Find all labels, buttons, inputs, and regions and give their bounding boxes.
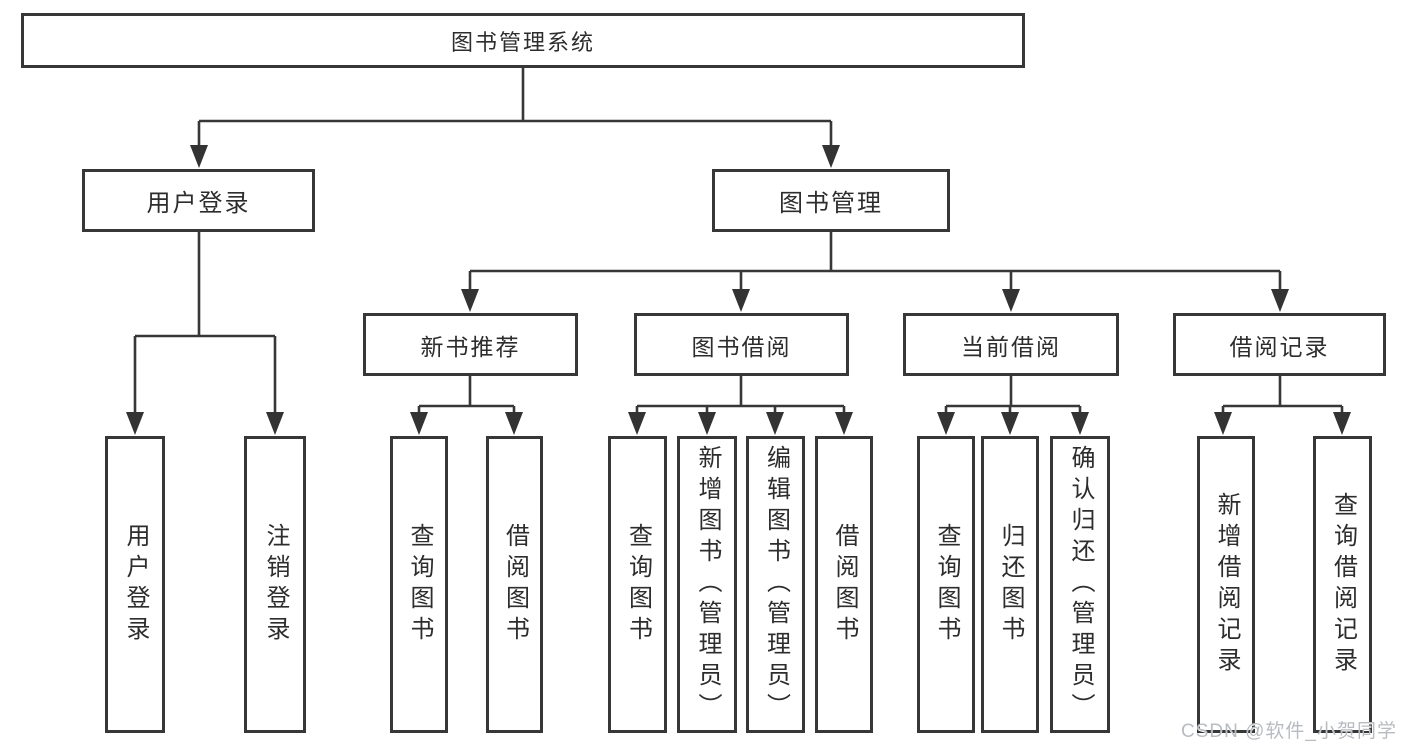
- arrowhead-icons: [126, 145, 1351, 435]
- leaf-query-books-current: 查询图书: [917, 436, 975, 733]
- leaf-return-book: 归还图书: [981, 436, 1039, 733]
- leaf-confirm-return-admin: 确认归还（管理员）: [1050, 436, 1110, 733]
- leaf-user-login: 用户登录: [105, 436, 165, 733]
- node-current-borrowing: 当前借阅: [903, 313, 1119, 376]
- connector-lines: [133, 68, 1344, 418]
- leaf-query-books-borrow: 查询图书: [608, 436, 667, 733]
- leaf-edit-book-admin: 编辑图书（管理员）: [746, 436, 805, 733]
- leaf-borrow-books-recommend: 借阅图书: [486, 436, 543, 733]
- node-book-borrowing: 图书借阅: [634, 313, 849, 376]
- node-borrowing-records: 借阅记录: [1173, 313, 1386, 376]
- leaf-query-borrow-record: 查询借阅记录: [1313, 436, 1372, 733]
- leaf-add-book-admin: 新增图书（管理员）: [677, 436, 737, 733]
- node-new-book-recommendation: 新书推荐: [363, 313, 578, 376]
- leaf-query-books-recommend: 查询图书: [390, 436, 448, 733]
- node-book-management-branch: 图书管理: [712, 169, 950, 232]
- leaf-logout: 注销登录: [244, 436, 306, 733]
- csdn-watermark: CSDN @软件_小贺同学: [1181, 721, 1397, 742]
- leaf-borrow-books: 借阅图书: [815, 436, 873, 733]
- node-library-system: 图书管理系统: [21, 13, 1025, 68]
- node-user-login-branch: 用户登录: [82, 169, 315, 232]
- leaf-add-borrow-record: 新增借阅记录: [1197, 436, 1255, 733]
